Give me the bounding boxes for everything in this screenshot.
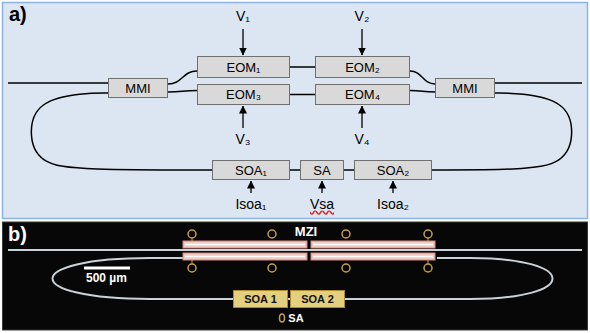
component-box: EOM₁ xyxy=(197,56,290,78)
component-label: SOA 1 xyxy=(244,294,277,305)
output-waveguide xyxy=(495,82,582,84)
signal-arrow xyxy=(392,181,393,193)
component-box: SOA 1 xyxy=(233,290,288,308)
waveguide-connector xyxy=(290,169,300,171)
electrode xyxy=(311,241,435,248)
figure-label: MZI xyxy=(295,225,317,240)
bond-pad xyxy=(342,230,350,238)
electrode-core xyxy=(185,244,305,246)
component-box: EOM₃ xyxy=(197,84,290,105)
bond-pad xyxy=(268,264,276,272)
bond-pad xyxy=(188,230,196,238)
figure-label: Isoa₁ xyxy=(235,196,266,212)
photo-waveguide xyxy=(8,249,582,251)
signal-arrow xyxy=(361,106,362,128)
bond-pad xyxy=(424,264,432,272)
component-label: EOM₃ xyxy=(226,88,261,101)
bond-pad xyxy=(424,230,432,238)
waveguide-connector xyxy=(168,71,197,84)
panel-a-frame xyxy=(3,3,588,219)
bond-pad xyxy=(268,230,276,238)
waveguide-connector xyxy=(410,91,435,93)
signal-arrow xyxy=(242,106,243,128)
component-label: SOA₁ xyxy=(235,164,267,177)
bond-pad xyxy=(342,264,350,272)
waveguide-connector xyxy=(31,93,212,170)
figure-label: b) xyxy=(8,223,27,246)
component-label: MMI xyxy=(452,82,477,95)
component-box: SA xyxy=(300,160,344,180)
pad-wire xyxy=(192,238,193,241)
component-label: MMI xyxy=(125,82,150,95)
electrode xyxy=(183,253,307,260)
figure-label: V₁ xyxy=(236,8,250,24)
waveguide-connector xyxy=(432,93,572,170)
signal-arrow xyxy=(250,181,251,193)
figure-label: V₂ xyxy=(355,8,370,24)
pad-wire xyxy=(192,260,193,264)
panel-b-photo xyxy=(3,222,588,330)
figure-label: Vsa xyxy=(310,196,334,212)
waveguide-connector xyxy=(410,71,435,84)
component-label: EOM₂ xyxy=(345,61,380,74)
sa-pad xyxy=(280,314,285,322)
component-label: SOA₂ xyxy=(377,164,410,177)
waveguide-connector xyxy=(290,94,315,96)
component-box: SOA₂ xyxy=(354,160,432,180)
electrode-core xyxy=(185,256,305,258)
component-box: EOM₂ xyxy=(315,56,410,78)
component-label: SOA 2 xyxy=(301,294,334,305)
component-box: SOA 2 xyxy=(290,290,345,308)
waveguide-connector xyxy=(168,91,197,93)
pad-wire xyxy=(428,260,429,264)
figure-label: V₄ xyxy=(354,131,369,147)
input-waveguide xyxy=(8,82,108,84)
component-box: EOM₄ xyxy=(315,84,410,105)
figure-label: V₃ xyxy=(235,131,250,147)
electrode xyxy=(183,241,307,248)
signal-arrow xyxy=(321,181,322,193)
component-label: EOM₁ xyxy=(227,61,261,74)
scale-bar xyxy=(84,267,130,270)
electrode xyxy=(311,253,435,260)
component-label: EOM₄ xyxy=(345,88,380,101)
component-box: MMI xyxy=(435,78,495,98)
figure-label: SA xyxy=(288,312,303,325)
figure-label: a) xyxy=(9,3,27,26)
component-label: SA xyxy=(313,164,330,177)
figure-label: 500 µm xyxy=(86,272,127,286)
electrode-core xyxy=(313,256,433,258)
waveguide-connector xyxy=(344,169,354,171)
signal-arrow xyxy=(242,29,243,55)
signal-arrow xyxy=(361,29,362,55)
waveguide-connector xyxy=(290,66,315,68)
bond-pad xyxy=(188,264,196,272)
component-box: MMI xyxy=(108,78,168,98)
pad-wire xyxy=(428,238,429,241)
figure-label: Isoa₂ xyxy=(377,196,409,212)
component-box: SOA₁ xyxy=(212,160,290,180)
electrode-core xyxy=(313,244,433,246)
